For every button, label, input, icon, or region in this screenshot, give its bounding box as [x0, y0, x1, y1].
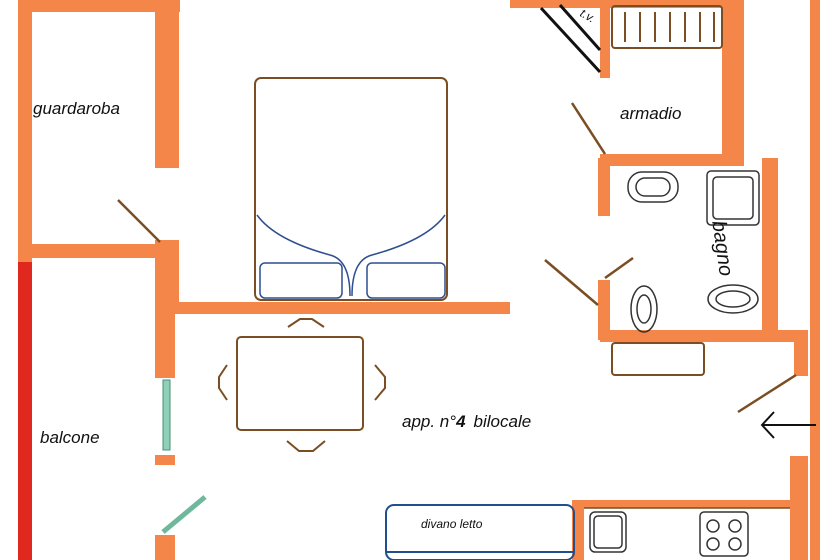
balcony-lower-glass-door[interactable] — [161, 495, 207, 534]
wall-bedroom-bottom — [155, 302, 510, 314]
outer-wall-top-right — [510, 0, 740, 8]
outer-wall-top-left — [18, 0, 180, 12]
wall-armadio-right — [722, 0, 744, 162]
wall-tv-corner — [600, 0, 610, 78]
balcony-glass-door[interactable] — [162, 379, 171, 451]
wall-entrance-stub — [794, 330, 808, 376]
wall-kitchen-top — [572, 500, 808, 508]
guardaroba-door[interactable] — [117, 199, 161, 243]
wall-balcony-top — [18, 244, 178, 258]
wall-living-left-stub — [155, 455, 175, 465]
wall-right-outer — [810, 0, 820, 560]
double-bed — [254, 77, 448, 301]
bathroom-fixtures — [627, 170, 760, 333]
bath-door-inner[interactable] — [604, 256, 634, 280]
kitchen-counter — [584, 507, 790, 557]
apartment-number: 4 — [455, 412, 466, 431]
outer-wall-left — [18, 0, 32, 262]
wall-bath-left-upper — [598, 158, 610, 216]
wall-bedroom-left — [155, 240, 179, 310]
walls — [18, 0, 820, 560]
armadio-wardrobe-rack — [611, 5, 723, 49]
washbasin — [627, 171, 679, 203]
armadio-door[interactable] — [570, 102, 607, 155]
dining-set — [218, 318, 386, 452]
room-label-balcone: balcone — [40, 428, 100, 447]
wall-armadio-bottom — [600, 154, 744, 166]
wall-living-left — [155, 300, 175, 378]
chair-left — [218, 364, 228, 401]
bed-pillow-left — [259, 262, 343, 299]
sofa-bed — [385, 504, 575, 560]
tv-cabinet: t.v. — [539, 4, 602, 74]
dining-table — [236, 336, 364, 431]
apartment-label-suffix: bilocale — [474, 412, 532, 431]
toilet — [630, 285, 658, 333]
apartment-label-prefix: app. n° — [402, 412, 456, 431]
chair-top — [287, 318, 325, 328]
room-label-armadio: armadio — [620, 104, 681, 123]
shower-tray — [706, 170, 760, 226]
bidet — [707, 284, 759, 314]
room-label-guardaroba: guardaroba — [33, 99, 120, 118]
entrance-door[interactable] — [737, 373, 797, 414]
balcony-railing — [18, 262, 32, 560]
bath-door-outer[interactable] — [544, 259, 599, 306]
door-swings — [117, 102, 797, 414]
wall-bath-right — [762, 158, 778, 338]
sofa-bed-label: divano letto — [421, 517, 483, 531]
wall-guardaroba-upper — [155, 0, 179, 168]
apartment-label: app. n°4 bilocale — [402, 412, 531, 431]
kitchen-sink — [589, 511, 627, 553]
entrance-arrow-icon — [760, 411, 816, 439]
tv-label: t.v. — [578, 6, 598, 26]
bed-pillow-right — [366, 262, 446, 299]
chair-right — [374, 364, 386, 401]
wall-bath-bottom — [600, 330, 806, 342]
bath-shelf — [611, 342, 705, 376]
wall-living-left-bottom — [155, 535, 175, 560]
cooktop — [699, 511, 749, 557]
chair-bottom — [286, 440, 326, 452]
wall-bath-left-lower — [598, 280, 610, 340]
